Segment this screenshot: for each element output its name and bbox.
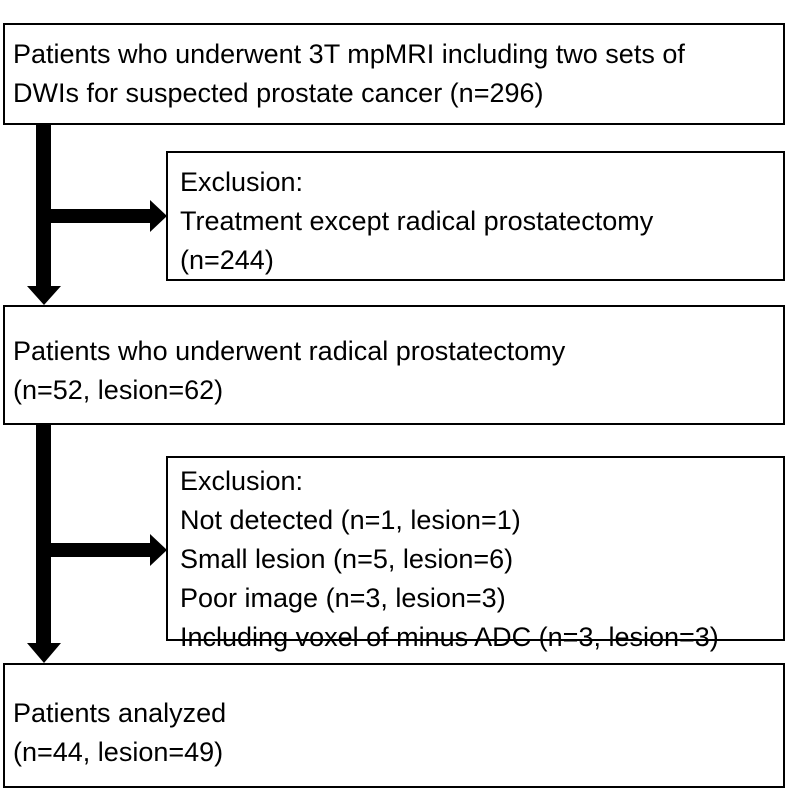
box-exclusion-lesions: Exclusion: Not detected (n=1, lesion=1) … — [166, 456, 785, 652]
box-analyzed-line-1: Patients analyzed — [13, 698, 227, 728]
box-analyzed-line-2: (n=44, lesion=49) — [13, 737, 224, 767]
box-exclusion-2-line-4: Poor image (n=3, lesion=3) — [180, 583, 506, 613]
box-exclusion-2-line-3: Small lesion (n=5, lesion=6) — [180, 544, 514, 574]
box-exclusion-1-line-2: Treatment except radical prostatectomy — [180, 206, 654, 236]
main-arrow-2-head — [27, 643, 61, 663]
branch-arrow-2-shaft — [51, 543, 150, 557]
box-exclusion-1-line-1: Exclusion: — [180, 167, 304, 197]
box-exclusion-2-line-2: Not detected (n=1, lesion=1) — [180, 505, 521, 535]
box-exclusion-treatment: Exclusion: Treatment except radical pros… — [166, 151, 785, 281]
main-arrow-2-shaft — [36, 425, 51, 643]
branch-arrow-1-shaft — [51, 209, 150, 223]
box-patients-analyzed: Patients analyzed (n=44, lesion=49) — [3, 663, 785, 788]
box-prostatectomy-line-2: (n=52, lesion=62) — [13, 375, 224, 405]
box-exclusion-1-line-3: (n=244) — [180, 245, 274, 275]
box-initial-line-1: Patients who underwent 3T mpMRI includin… — [13, 39, 685, 69]
box-exclusion-2-line-1: Exclusion: — [180, 466, 304, 496]
box-radical-prostatectomy: Patients who underwent radical prostatec… — [3, 305, 785, 425]
branch-arrow-2-head — [150, 534, 167, 566]
box-exclusion-2-line-5: Including voxel of minus ADC (n=3, lesio… — [180, 622, 719, 652]
box-initial-line-2: DWIs for suspected prostate cancer (n=29… — [13, 78, 544, 108]
main-arrow-1-head — [27, 286, 61, 305]
branch-arrow-1-head — [150, 200, 167, 232]
box-initial-patients: Patients who underwent 3T mpMRI includin… — [3, 23, 785, 125]
box-prostatectomy-line-1: Patients who underwent radical prostatec… — [13, 336, 566, 366]
main-arrow-1-shaft — [36, 125, 51, 286]
